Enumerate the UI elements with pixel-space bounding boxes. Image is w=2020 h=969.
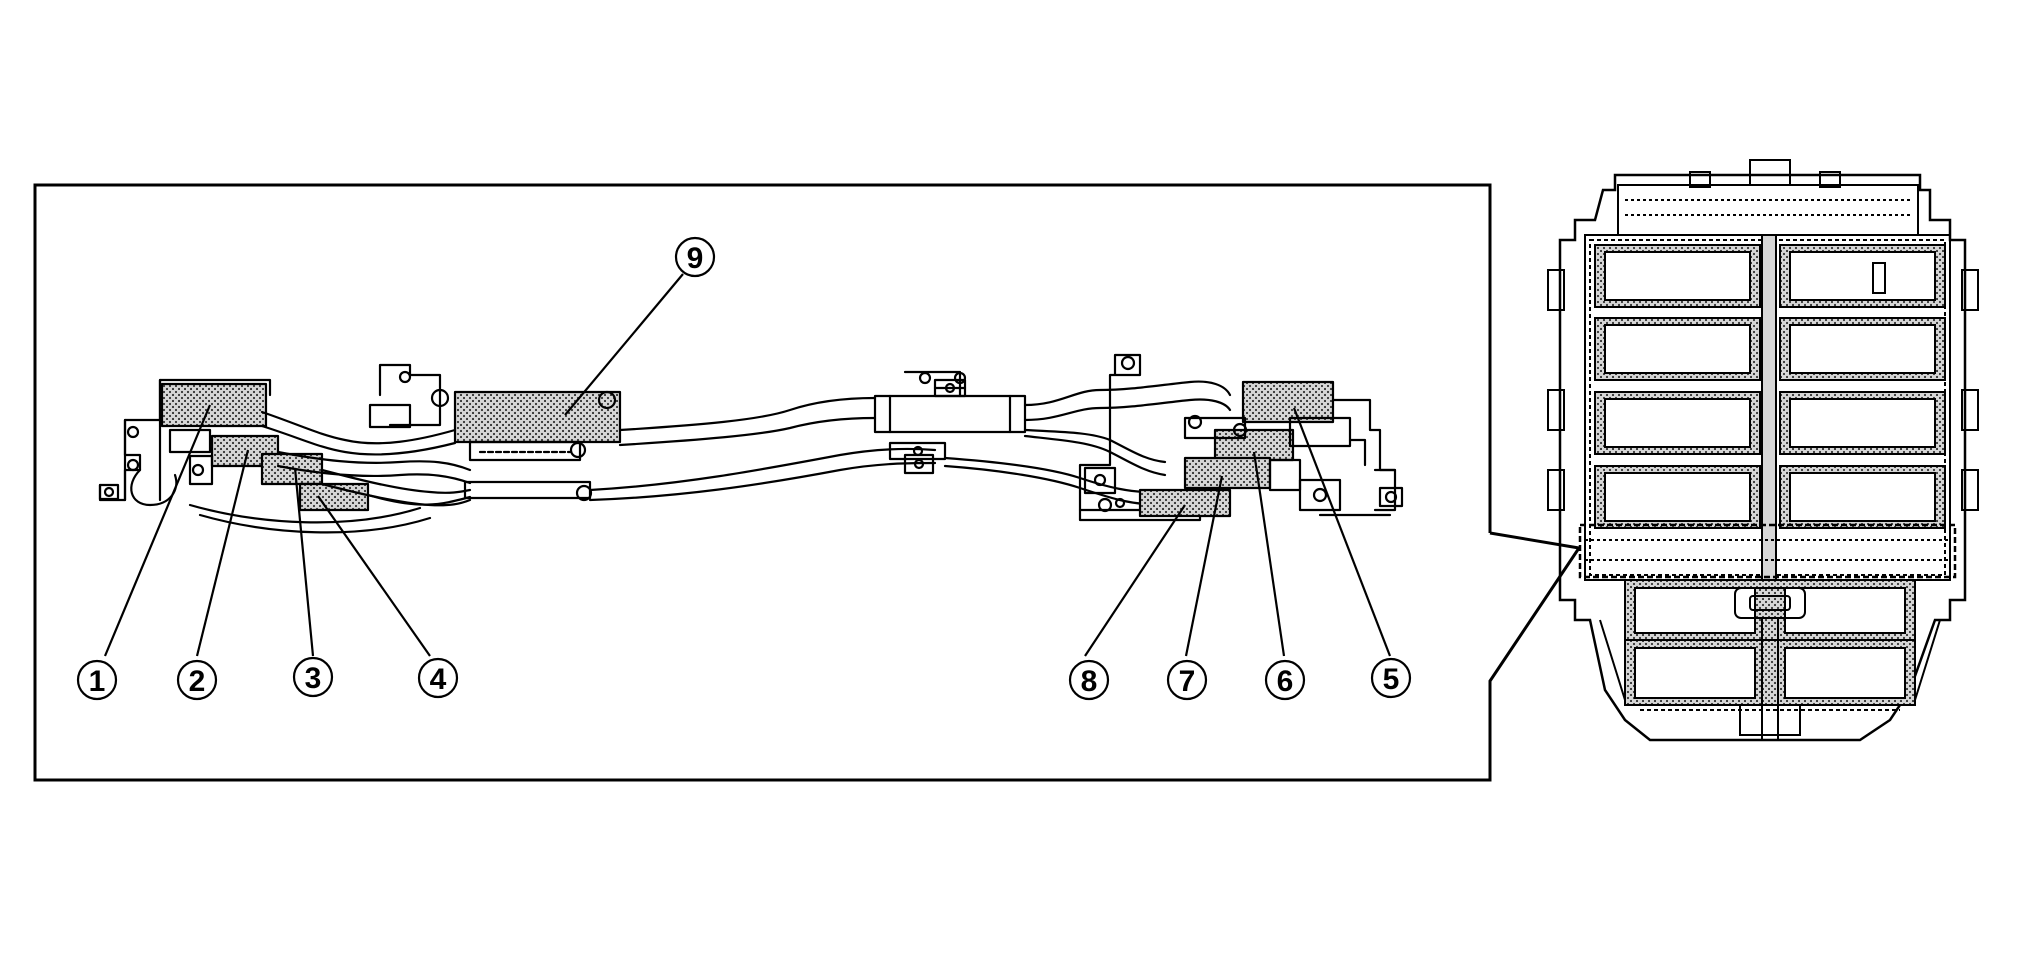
callout-8: 8 — [1068, 659, 1110, 701]
callout-5: 5 — [1370, 657, 1412, 699]
callout-6: 6 — [1264, 659, 1306, 701]
callout-label-3: 3 — [305, 662, 322, 695]
callout-label-4: 4 — [430, 663, 447, 696]
harness-location — [1578, 523, 1957, 579]
detail-frame — [33, 183, 1581, 782]
callout-2: 2 — [176, 659, 218, 701]
middle-clamp — [873, 394, 1027, 434]
battery-pack-overview — [1547, 159, 1979, 742]
callout-label-8: 8 — [1081, 665, 1098, 698]
harness-assembly — [98, 353, 1404, 534]
connector-1 — [160, 382, 268, 428]
callout-label-7: 7 — [1179, 665, 1196, 698]
callout-label-2: 2 — [189, 665, 206, 698]
callout-7: 7 — [1166, 659, 1208, 701]
callout-9: 9 — [674, 236, 716, 278]
detail-pointer-line — [1489, 531, 1580, 550]
callout-3: 3 — [292, 656, 334, 698]
callout-label-9: 9 — [687, 242, 704, 275]
callout-1: 1 — [76, 659, 118, 701]
callout-label-5: 5 — [1383, 663, 1400, 696]
callout-label-6: 6 — [1277, 665, 1294, 698]
callout-4: 4 — [417, 657, 459, 699]
leader-lines — [103, 273, 1392, 657]
connector-9 — [453, 390, 622, 444]
connector-5 — [1241, 380, 1335, 424]
callout-label-1: 1 — [89, 665, 106, 698]
connector-4 — [298, 482, 370, 512]
